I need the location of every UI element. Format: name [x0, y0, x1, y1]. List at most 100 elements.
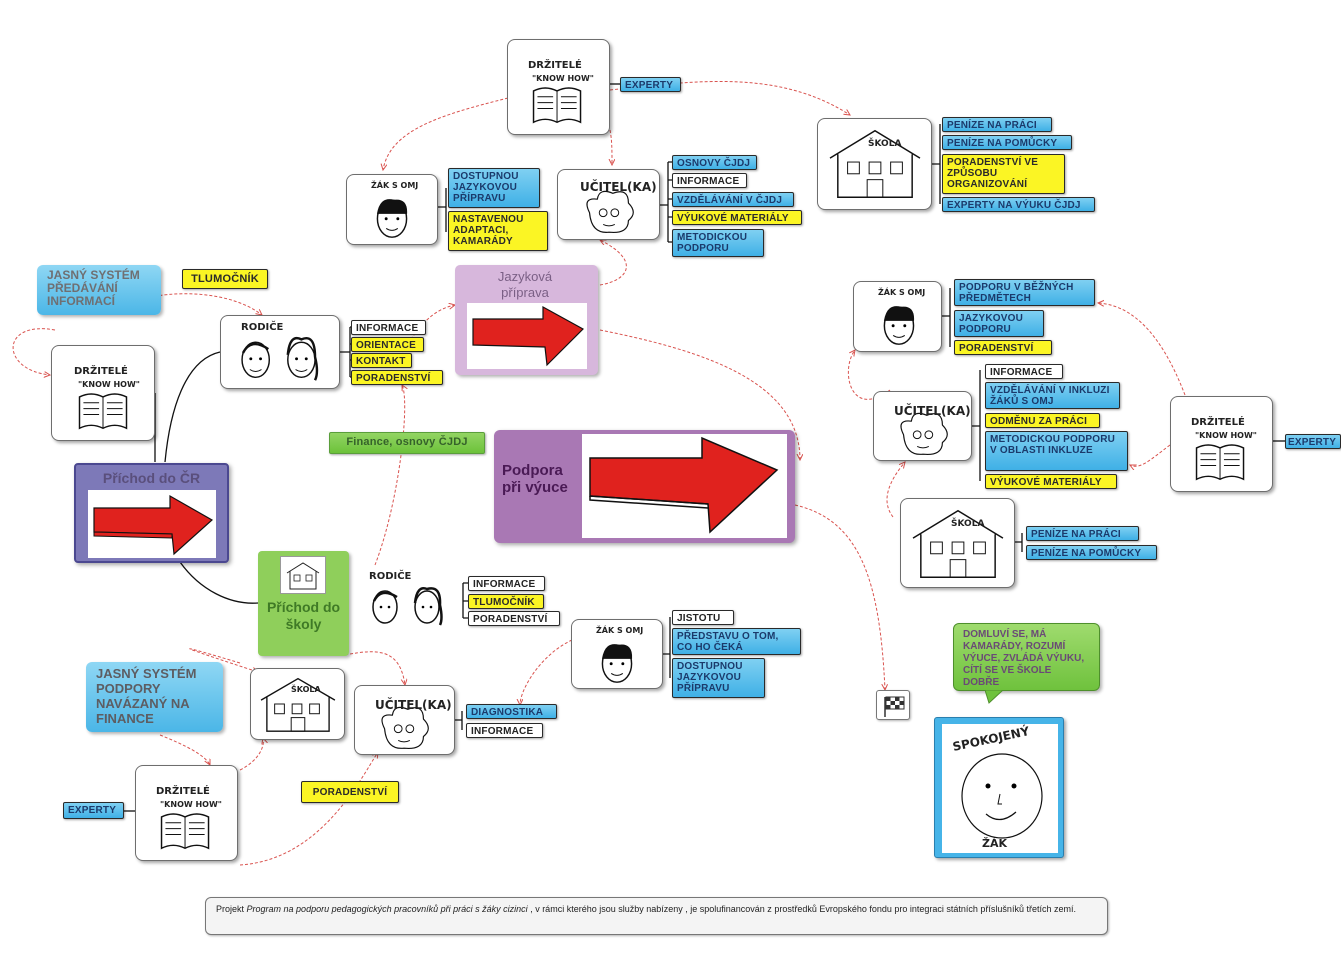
open-book-icon: [1195, 444, 1245, 481]
student-right[interactable]: ŽÁK S OMJ: [853, 281, 942, 352]
top-school-tag-money-aids[interactable]: PENÍZE NA POMŮCKY: [942, 135, 1072, 150]
school-right[interactable]: ŠKOLA: [900, 498, 1015, 588]
school-top[interactable]: ŠKOLA: [817, 118, 932, 210]
top-student-tag-adaptation[interactable]: NASTAVENOU ADAPTACI, KAMARÁDY: [448, 211, 548, 251]
teacher-face-icon: [586, 190, 634, 234]
language-prep-node[interactable]: Jazyková příprava: [455, 265, 598, 375]
happy-text: ŽÁK: [982, 837, 1008, 850]
teacher-text: UČITEL(KA): [580, 180, 657, 194]
knowhow-text: "KNOW HOW": [160, 800, 222, 809]
top-school-tag-experts[interactable]: EXPERTY NA VÝUKU ČJDJ: [942, 197, 1095, 212]
central-node[interactable]: Podpora při výuce: [494, 430, 795, 543]
red-arrow-icon: [472, 305, 584, 367]
right-student-tag-subjects[interactable]: PODPORU V BĚŽNÝCH PŘEDMĚTECH: [954, 279, 1095, 306]
parents-faces-icon: [372, 587, 443, 626]
finance-curricula-note[interactable]: Finance, osnovy ČJDJ: [329, 432, 485, 454]
student-bottom[interactable]: ŽÁK S OMJ: [571, 619, 663, 689]
knowhow-text: "KNOW HOW": [78, 380, 140, 389]
knowhow-holders-left[interactable]: DRŽITELÉ "KNOW HOW": [51, 345, 155, 441]
teacher-bottom[interactable]: UČITEL(KA): [354, 685, 455, 755]
footer-suffix: , v rámci kterého jsou služby nabízeny ,…: [530, 904, 1076, 914]
left-interpreter-tag[interactable]: TLUMOČNÍK: [182, 269, 268, 289]
red-arrow-icon: [93, 494, 214, 556]
bottom-experts-tag[interactable]: EXPERTY: [63, 802, 124, 819]
knowhow-text: DRŽITELÉ: [156, 786, 210, 797]
teacher-face-icon: [900, 412, 948, 455]
bottom-parents-tag-advice[interactable]: PORADENSTVÍ: [468, 611, 560, 626]
left-info-system-callout[interactable]: JASNÝ SYSTÉM PŘEDÁVÁNÍ INFORMACÍ: [37, 265, 161, 315]
checkered-flag-icon: [884, 696, 905, 717]
language-arrow-panel: [467, 303, 587, 369]
right-student-tag-language[interactable]: JAZYKOVOU PODPORU: [954, 310, 1044, 337]
open-book-icon: [78, 393, 128, 430]
parents-faces-icon: [241, 336, 319, 381]
teacher-text: UČITEL(KA): [375, 698, 452, 712]
arrival-node[interactable]: Příchod do ČR: [74, 463, 229, 563]
parents-tag-orientation[interactable]: ORIENTACE: [351, 337, 424, 352]
right-teacher-tag-materials[interactable]: VÝUKOVÉ MATERIÁLY: [985, 474, 1117, 489]
bottom-parents-tag-interpreter[interactable]: TLUMOČNÍK: [468, 594, 544, 609]
top-teacher-tag-curricula[interactable]: OSNOVY ČJDJ: [672, 155, 757, 170]
teacher-text: UČITEL(KA): [894, 404, 971, 418]
knowhow-holders-top[interactable]: DRŽITELÉ "KNOW HOW": [507, 39, 610, 135]
knowhow-text: "KNOW HOW": [1195, 431, 1257, 440]
open-book-icon: [160, 813, 210, 850]
school-small-image: [280, 556, 326, 594]
bottom-student-tag-expectation[interactable]: PŘEDSTAVU O TOM, CO HO ČEKÁ: [672, 628, 801, 655]
right-school-tag-money-work[interactable]: PENÍZE NA PRÁCI: [1026, 526, 1139, 541]
right-teacher-tag-inclusion-education[interactable]: VZDĚLÁVÁNÍ V INKLUZI ŽÁKŮ S OMJ: [985, 382, 1120, 409]
bottom-parents-tag-information[interactable]: INFORMACE: [468, 576, 545, 591]
teacher-top[interactable]: UČITEL(KA): [557, 169, 660, 240]
top-school-tag-org-advice[interactable]: PORADENSTVÍ VE ZPŮSOBU ORGANIZOVÁNÍ: [942, 154, 1065, 194]
school-bottom[interactable]: ŠKOLA: [250, 668, 345, 740]
top-experts-tag[interactable]: EXPERTY: [620, 77, 681, 92]
right-teacher-tag-methodical[interactable]: METODICKOU PODPORU V OBLASTI INKLUZE: [985, 431, 1128, 471]
parents-bottom[interactable]: RODIČE: [363, 569, 455, 631]
school-arrival-node[interactable]: Příchod do školy: [258, 551, 349, 656]
parents-tag-information[interactable]: INFORMACE: [351, 320, 426, 335]
right-experts-tag[interactable]: EXPERTY: [1285, 434, 1341, 449]
student-face-icon: [601, 644, 633, 683]
school-text: ŠKOLA: [951, 519, 985, 529]
school-building-icon: [912, 509, 1004, 578]
right-teacher-tag-reward[interactable]: ODMĚNU ZA PRÁCI: [985, 413, 1100, 428]
top-teacher-tag-information[interactable]: INFORMACE: [672, 173, 747, 188]
teacher-face-icon: [381, 706, 429, 749]
knowhow-holders-right[interactable]: DRŽITELÉ "KNOW HOW": [1170, 396, 1273, 492]
parents-tag-contact[interactable]: KONTAKT: [351, 353, 412, 368]
language-prep-label: Jazyková příprava: [497, 269, 553, 300]
open-book-icon: [532, 87, 582, 124]
knowhow-text: DRŽITELÉ: [74, 366, 128, 377]
right-school-tag-money-aids[interactable]: PENÍZE NA POMŮCKY: [1026, 545, 1157, 560]
outcome-callout[interactable]: DOMLUVÍ SE, MÁ KAMARÁDY, ROZUMÍ VÝUCE, Z…: [953, 623, 1100, 691]
knowhow-text: DRŽITELÉ: [528, 60, 582, 71]
top-school-tag-money-work[interactable]: PENÍZE NA PRÁCI: [942, 117, 1052, 132]
parents-top[interactable]: RODIČE: [220, 315, 340, 389]
school-text: ŠKOLA: [868, 139, 902, 149]
right-teacher-tag-information[interactable]: INFORMACE: [985, 364, 1063, 379]
bottom-finance-system-callout[interactable]: JASNÝ SYSTÉM PODPORY NAVÁZANÝ NA FINANCE: [86, 662, 223, 732]
footer-prefix: Projekt: [216, 904, 245, 914]
satisfied-student[interactable]: SPOKOJENÝ ŽÁK: [934, 717, 1064, 858]
bottom-teacher-tag-information[interactable]: INFORMACE: [466, 723, 543, 738]
teacher-right[interactable]: UČITEL(KA): [873, 391, 972, 461]
top-teacher-tag-methodical[interactable]: METODICKOU PODPORU: [672, 229, 764, 257]
parents-tag-advice[interactable]: PORADENSTVÍ: [351, 370, 443, 385]
finish-flag[interactable]: [876, 690, 910, 720]
student-top[interactable]: ŽÁK S OMJ: [346, 174, 438, 245]
central-node-label: Podpora při výuce: [502, 462, 568, 496]
bottom-advice-tag[interactable]: PORADENSTVÍ: [301, 781, 399, 803]
footer-project-title: Program na podporu pedagogických pracovn…: [246, 904, 528, 914]
bottom-student-tag-certainty[interactable]: JISTOTU: [672, 610, 734, 625]
student-text: ŽÁK S OMJ: [596, 626, 644, 635]
school-building-icon: [260, 677, 336, 732]
central-arrow-panel: [582, 434, 787, 538]
bottom-teacher-tag-diagnostics[interactable]: DIAGNOSTIKA: [466, 704, 557, 719]
right-student-tag-advice[interactable]: PORADENSTVÍ: [954, 340, 1052, 355]
knowhow-holders-bottom[interactable]: DRŽITELÉ "KNOW HOW": [135, 765, 238, 861]
bottom-student-tag-language[interactable]: DOSTUPNOU JAZYKOVOU PŘÍPRAVU: [672, 658, 765, 698]
top-teacher-tag-education[interactable]: VZDĚLÁVÁNÍ V ČJDJ: [672, 192, 794, 207]
top-student-tag-language[interactable]: DOSTUPNOU JAZYKOVOU PŘÍPRAVU: [448, 168, 540, 208]
top-teacher-tag-materials[interactable]: VÝUKOVÉ MATERIÁLY: [672, 210, 802, 225]
